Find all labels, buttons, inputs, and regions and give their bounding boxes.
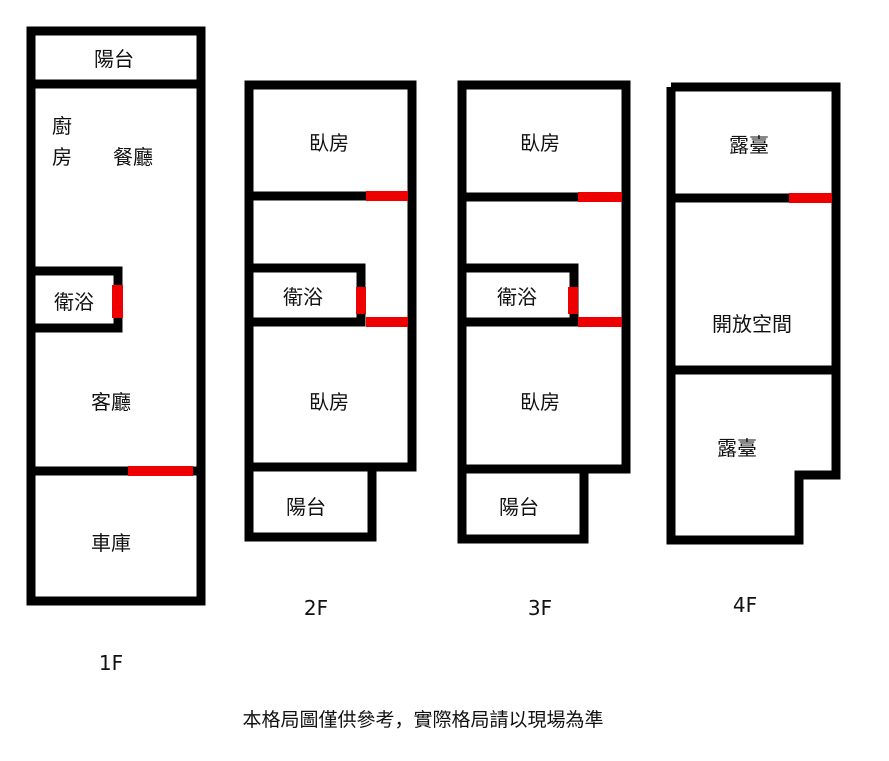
3f-outer-wall (457, 80, 631, 474)
1f-outer-wall (26, 26, 206, 606)
2f-bath-label: 衛浴 (283, 285, 323, 309)
1f-staircase (41, 206, 143, 270)
3f-bath-door (568, 287, 578, 314)
3f-bedroom-bottom-label: 臥房 (520, 390, 560, 414)
2f-bath-door (356, 287, 366, 314)
4f-staircase (681, 204, 769, 266)
floor-2f-plan: 臥房 衛浴 臥房 陽台 2F (244, 80, 417, 620)
floor-4f-plan: 露臺 開放空間 露臺 4F (666, 82, 841, 617)
1f-bath-door (112, 285, 123, 318)
1f-garage-label: 車庫 (91, 531, 131, 555)
2f-top-bedroom-door (366, 191, 408, 201)
3f-floor-label: 3F (528, 596, 552, 620)
3f-balcony-wall (457, 469, 589, 544)
1f-living-label: 客廳 (91, 390, 131, 414)
1f-kitchen-label-1: 廚 (52, 114, 72, 138)
3f-balcony-label: 陽台 (499, 495, 539, 519)
4f-terrace-door (789, 193, 832, 203)
1f-kitchen-label-2: 房 (52, 145, 72, 169)
3f-bottom-bedroom-door (578, 317, 622, 327)
4f-outer-wall (666, 82, 841, 545)
2f-outer-wall (244, 80, 417, 472)
1f-dining-label: 餐廳 (113, 145, 153, 169)
floor-3f-plan: 臥房 衛浴 臥房 陽台 3F (457, 80, 631, 620)
2f-bottom-bedroom-door (366, 317, 408, 327)
3f-bedroom-top-label: 臥房 (520, 131, 560, 155)
floor-1f-plan: 陽台 廚 房 餐廳 衛浴 客廳 車庫 1F (26, 26, 206, 675)
disclaimer-note: 本格局圖僅供參考，實際格局請以現場為準 (242, 709, 603, 731)
3f-top-bedroom-door (578, 192, 622, 202)
1f-floor-label: 1F (99, 651, 123, 675)
4f-terrace-top-label: 露臺 (729, 133, 769, 157)
2f-balcony-wall (244, 467, 377, 542)
4f-open-space-label: 開放空間 (712, 312, 792, 336)
4f-floor-label: 4F (733, 593, 757, 617)
1f-garage-door (128, 466, 193, 476)
2f-bedroom-bottom-label: 臥房 (309, 390, 349, 414)
3f-staircase (471, 204, 559, 264)
2f-floor-label: 2F (304, 596, 328, 620)
1f-bath-label: 衛浴 (54, 290, 94, 314)
4f-terrace-bottom-label: 露臺 (717, 436, 757, 460)
1f-balcony-label: 陽台 (94, 47, 134, 71)
2f-bedroom-top-label: 臥房 (309, 131, 349, 155)
3f-bath-label: 衛浴 (497, 285, 537, 309)
2f-balcony-label: 陽台 (286, 495, 326, 519)
2f-staircase (259, 202, 345, 264)
